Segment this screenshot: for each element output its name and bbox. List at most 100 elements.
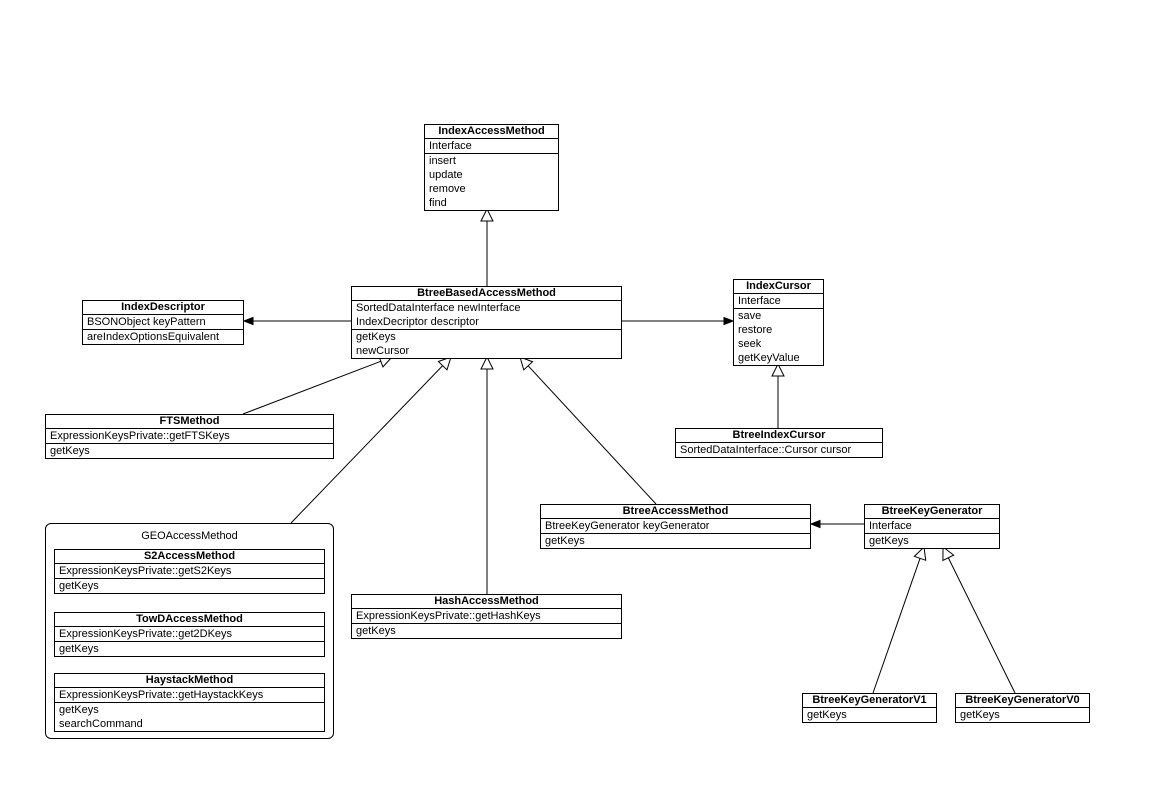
class-index-access-method[interactable]: IndexAccessMethod Interface insert updat… [424, 124, 559, 211]
class-s2-access-method[interactable]: S2AccessMethod ExpressionKeysPrivate::ge… [54, 549, 325, 594]
method-line: restore [738, 324, 773, 336]
class-index-cursor[interactable]: IndexCursor Interface save restore seek … [733, 279, 824, 366]
class-name: HashAccessMethod [352, 595, 621, 609]
methods-section: insert update remove find [425, 153, 558, 210]
class-name: BtreeKeyGenerator [865, 505, 999, 519]
attributes-section: Interface [734, 294, 823, 308]
method-line: seek [738, 338, 762, 350]
hollow-triangle-arrowhead [771, 362, 785, 377]
class-btree-key-generator[interactable]: BtreeKeyGenerator Interface getKeys [864, 504, 1000, 549]
method-line: find [429, 197, 447, 209]
method-line: getKeys [59, 580, 99, 592]
attribute-line: SortedDataInterface newInterface [356, 302, 521, 314]
method-line: getKeys [356, 331, 396, 343]
class-btree-key-generator-v1[interactable]: BtreeKeyGeneratorV1 getKeys [802, 693, 937, 723]
method-line: save [738, 310, 762, 322]
class-name: BtreeKeyGeneratorV0 [956, 694, 1089, 708]
attributes-section: ExpressionKeysPrivate::getFTSKeys [46, 429, 333, 443]
class-index-descriptor[interactable]: IndexDescriptor BSONObject keyPattern ar… [82, 300, 244, 345]
methods-section: getKeys [46, 443, 333, 458]
methods-section: getKeys [352, 623, 621, 638]
methods-section: getKeys [541, 533, 810, 548]
method-line: newCursor [356, 345, 410, 357]
attributes-section: SortedDataInterface::Cursor cursor [676, 443, 882, 457]
methods-section: getKeys [865, 533, 999, 548]
attribute-line: getKeys [807, 709, 847, 721]
attributes-section: Interface [865, 519, 999, 533]
attribute-line: ExpressionKeysPrivate::getHaystackKeys [59, 689, 264, 701]
method-line: insert [429, 155, 456, 167]
attributes-section: ExpressionKeysPrivate::getHashKeys [352, 609, 621, 623]
attributes-section: ExpressionKeysPrivate::getHaystackKeys [55, 688, 324, 702]
attribute-line: Interface [738, 295, 781, 307]
methods-section: save restore seek getKeyValue [734, 308, 823, 365]
inheritance-line [242, 360, 381, 415]
attributes-section: ExpressionKeysPrivate::getS2Keys [55, 564, 324, 578]
hollow-triangle-arrowhead [480, 355, 494, 370]
attribute-line: BSONObject keyPattern [87, 316, 206, 328]
filled-arrowhead [809, 519, 821, 529]
attributes-section: ExpressionKeysPrivate::get2DKeys [55, 627, 324, 641]
inheritance-line [527, 365, 657, 505]
methods-section: areIndexOptionsEquivalent [83, 329, 243, 344]
group-label: GEOAccessMethod [141, 530, 238, 542]
method-line: getKeys [59, 643, 99, 655]
class-name: BtreeBasedAccessMethod [352, 287, 621, 301]
attribute-line: SortedDataInterface::Cursor cursor [680, 444, 852, 456]
method-line: getKeyValue [738, 352, 800, 364]
attribute-line: ExpressionKeysPrivate::getFTSKeys [50, 430, 230, 442]
class-name: IndexCursor [734, 280, 823, 294]
class-name: BtreeKeyGeneratorV1 [803, 694, 936, 708]
class-name: TowDAccessMethod [55, 613, 324, 627]
class-name: IndexDescriptor [83, 301, 243, 315]
attributes-section: Interface [425, 139, 558, 153]
class-name: S2AccessMethod [55, 550, 324, 564]
method-line: update [429, 169, 463, 181]
filled-arrowhead [723, 316, 735, 326]
class-btree-index-cursor[interactable]: BtreeIndexCursor SortedDataInterface::Cu… [675, 428, 883, 458]
attributes-section: getKeys [956, 708, 1089, 722]
attribute-line: BtreeKeyGenerator keyGenerator [545, 520, 710, 532]
methods-section: getKeys searchCommand [55, 702, 324, 731]
class-btree-based-access-method[interactable]: BtreeBasedAccessMethod SortedDataInterfa… [351, 286, 622, 359]
class-btree-access-method[interactable]: BtreeAccessMethod BtreeKeyGenerator keyG… [540, 504, 811, 549]
class-name: BtreeAccessMethod [541, 505, 810, 519]
method-line: getKeys [50, 445, 90, 457]
method-line: areIndexOptionsEquivalent [87, 331, 220, 343]
hollow-triangle-arrowhead [519, 356, 534, 371]
method-line: searchCommand [59, 718, 143, 730]
inheritance-line [947, 557, 1016, 694]
attributes-section: SortedDataInterface newInterface IndexDe… [352, 301, 621, 329]
method-line: getKeys [545, 535, 585, 547]
attribute-line: ExpressionKeysPrivate::getS2Keys [59, 565, 232, 577]
class-name: IndexAccessMethod [425, 125, 558, 139]
methods-section: getKeys [55, 578, 324, 593]
class-name: FTSMethod [46, 415, 333, 429]
attribute-line: Interface [869, 520, 912, 532]
class-name: HaystackMethod [55, 674, 324, 688]
inheritance-line [290, 365, 444, 524]
hollow-triangle-arrowhead [913, 545, 927, 562]
class-haystack-method[interactable]: HaystackMethod ExpressionKeysPrivate::ge… [54, 673, 325, 732]
methods-section: getKeys [55, 641, 324, 656]
attributes-section: getKeys [803, 708, 936, 722]
method-line: getKeys [869, 535, 909, 547]
class-fts-method[interactable]: FTSMethod ExpressionKeysPrivate::getFTSK… [45, 414, 334, 459]
hollow-triangle-arrowhead [480, 207, 494, 222]
class-tow-d-access-method[interactable]: TowDAccessMethod ExpressionKeysPrivate::… [54, 612, 325, 657]
attributes-section: BtreeKeyGenerator keyGenerator [541, 519, 810, 533]
method-line: getKeys [356, 625, 396, 637]
attribute-line: IndexDecriptor descriptor [356, 316, 479, 328]
class-name: BtreeIndexCursor [676, 429, 882, 443]
method-line: remove [429, 183, 466, 195]
class-btree-key-generator-v0[interactable]: BtreeKeyGeneratorV0 getKeys [955, 693, 1090, 723]
attribute-line: ExpressionKeysPrivate::get2DKeys [59, 628, 233, 640]
method-line: getKeys [59, 704, 99, 716]
attribute-line: ExpressionKeysPrivate::getHashKeys [356, 610, 541, 622]
inheritance-line [872, 558, 921, 694]
attribute-line: getKeys [960, 709, 1000, 721]
attribute-line: Interface [429, 140, 472, 152]
class-hash-access-method[interactable]: HashAccessMethod ExpressionKeysPrivate::… [351, 594, 622, 639]
hollow-triangle-arrowhead [942, 545, 955, 562]
